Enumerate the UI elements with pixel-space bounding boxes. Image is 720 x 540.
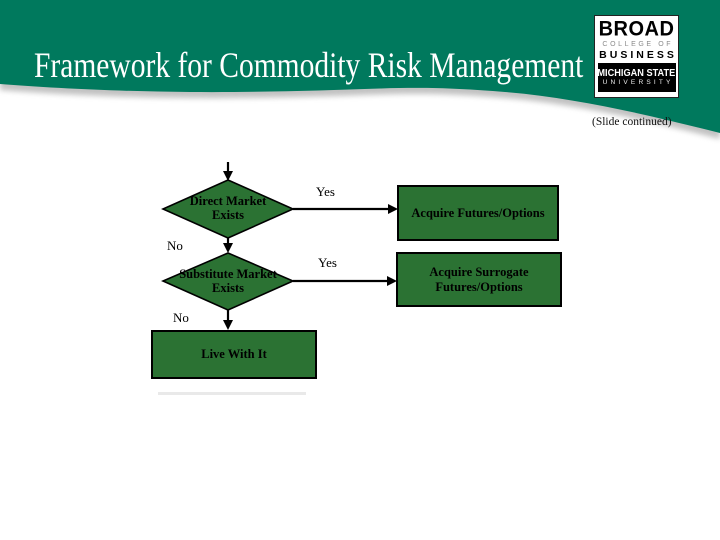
logo-msu-text: MICHIGAN STATE	[597, 68, 676, 80]
action-box-live-with-it: Live With It	[151, 330, 317, 379]
page-title: Framework for Commodity Risk Management	[34, 45, 584, 85]
yes2-arrowhead	[387, 276, 397, 286]
decision2-line1: Substitute Market	[179, 267, 277, 281]
slide-continued-note: (Slide continued)	[592, 116, 672, 128]
decision1-label: Direct Market Exists	[166, 194, 290, 223]
logo-university-text: UNIVERSITY	[602, 79, 674, 87]
yes1-arrowhead	[388, 204, 398, 214]
yes1-label: Yes	[316, 184, 335, 199]
action2-line2: Futures/Options	[435, 279, 523, 294]
decision1-line2: Exists	[212, 208, 244, 223]
action-box-acquire-futures: Acquire Futures/Options	[397, 185, 559, 241]
logo-college-text: COLLEGE OF	[602, 41, 674, 48]
no1-label: No	[167, 238, 183, 253]
logo-business-text: BUSINESS	[599, 49, 677, 61]
header-band-green	[0, 0, 720, 133]
decision2-label: Substitute Market Exists	[166, 267, 290, 296]
action2-line1: Acquire Surrogate	[429, 264, 529, 279]
header-band	[0, 0, 720, 139]
no2-arrowhead	[223, 320, 233, 330]
box3-shadow-artifact	[158, 392, 306, 395]
yes2-label: Yes	[318, 255, 337, 270]
entry-arrowhead	[223, 171, 233, 181]
action3-label: Live With It	[201, 347, 267, 362]
broad-college-logo: BROAD COLLEGE OF BUSINESS MICHIGAN STATE…	[594, 15, 679, 98]
action1-label: Acquire Futures/Options	[411, 205, 545, 220]
action-box-acquire-surrogate: Acquire Surrogate Futures/Options	[396, 252, 562, 307]
logo-msu-box: MICHIGAN STATE UNIVERSITY	[597, 63, 676, 92]
logo-brand-text: BROAD	[598, 17, 675, 41]
decision1-line1: Direct Market	[189, 194, 267, 208]
no2-label: No	[173, 310, 189, 325]
decision2-line2: Exists	[212, 281, 244, 296]
no1-arrowhead	[223, 243, 233, 253]
